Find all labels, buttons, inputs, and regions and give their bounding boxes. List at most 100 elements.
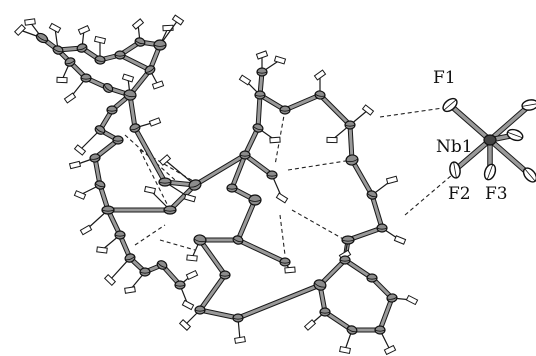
atom-octant-33 bbox=[367, 193, 377, 198]
bond-45 bbox=[236, 283, 322, 320]
atom-octant-43 bbox=[232, 317, 244, 320]
hydrogen-atom-33 bbox=[186, 254, 198, 262]
fluorine-atom-0 bbox=[442, 97, 458, 113]
hydrogen-atom-41 bbox=[275, 192, 289, 204]
atom-octant-8 bbox=[123, 93, 137, 98]
fluorine-atom-2 bbox=[506, 128, 524, 142]
atom-45 bbox=[339, 255, 351, 265]
bond-25 bbox=[193, 153, 247, 187]
atom-octant-28 bbox=[254, 94, 266, 97]
atom-ellipsoid-4 bbox=[114, 50, 126, 60]
hydrogen-atom-42 bbox=[148, 117, 162, 127]
atom-octant-22 bbox=[174, 284, 186, 287]
hydrogen-atom-37 bbox=[383, 344, 397, 356]
atom-ellipsoid-29 bbox=[279, 105, 291, 115]
hydrogen-atom-11 bbox=[56, 76, 68, 84]
atom-ellipsoid-26 bbox=[226, 183, 238, 193]
atom-47 bbox=[386, 293, 398, 303]
bond-27 bbox=[243, 126, 260, 157]
atom-52 bbox=[129, 123, 141, 133]
atom-22 bbox=[174, 280, 186, 290]
nb-f-bond-0 bbox=[448, 103, 492, 142]
atom-octant-23 bbox=[163, 209, 177, 212]
atom-octant-34 bbox=[376, 227, 388, 230]
atom-19 bbox=[124, 253, 136, 263]
atom-octant-26 bbox=[226, 187, 238, 190]
atom-ellipsoid-48 bbox=[374, 325, 386, 335]
hydrogen-atom-28 bbox=[326, 136, 338, 144]
hydrogen-atom-13 bbox=[68, 160, 82, 170]
atom-octant-19 bbox=[125, 256, 135, 261]
hydrogen-atom-24 bbox=[238, 74, 252, 86]
fluorine-atom-1 bbox=[521, 99, 536, 111]
atom-2 bbox=[76, 43, 88, 53]
atom-12 bbox=[106, 105, 118, 115]
atom-octant-52 bbox=[130, 126, 140, 131]
atom-35 bbox=[341, 235, 355, 245]
atom-ellipsoid-22 bbox=[174, 280, 186, 290]
hydrogen-atom-31 bbox=[393, 235, 407, 245]
atom-27 bbox=[252, 123, 264, 133]
atom-ellipsoid-35 bbox=[341, 235, 355, 245]
bond-42 bbox=[198, 238, 227, 277]
atom-octant-6 bbox=[153, 44, 167, 47]
atom-ellipsoid-46 bbox=[366, 273, 378, 283]
atom-ellipsoid-28 bbox=[254, 90, 266, 100]
atom-10 bbox=[80, 73, 92, 83]
atom-octant-16 bbox=[95, 183, 105, 188]
atom-29 bbox=[279, 105, 291, 115]
hydrogen-atom-9 bbox=[121, 73, 135, 83]
atom-octant-32 bbox=[345, 158, 359, 163]
atom-44 bbox=[313, 279, 327, 291]
atom-37 bbox=[248, 194, 262, 206]
atom-octant-30 bbox=[314, 93, 326, 97]
atom-50 bbox=[319, 307, 331, 317]
label-nb1: Nb1 bbox=[436, 137, 473, 157]
fluorine-axis-1 bbox=[522, 103, 536, 107]
bond-37 bbox=[243, 153, 274, 177]
atom-38 bbox=[232, 235, 244, 245]
hydrogen-bond-10 bbox=[159, 239, 196, 251]
atom-23 bbox=[163, 205, 177, 215]
hydrogen-atom-26 bbox=[273, 55, 287, 65]
atom-17 bbox=[101, 205, 115, 215]
hydrogen-atom-27 bbox=[313, 69, 327, 81]
bond-47 bbox=[343, 258, 374, 280]
atom-14 bbox=[112, 135, 124, 145]
atom-ellipsoid-51 bbox=[256, 67, 268, 77]
hydrogen-atom-20 bbox=[185, 269, 199, 281]
hydrogen-atom-30 bbox=[385, 175, 399, 185]
hydrogen-bond-3 bbox=[287, 159, 353, 171]
atom-16 bbox=[94, 180, 106, 190]
label-f2: F2 bbox=[448, 184, 471, 204]
atom-ellipsoid-6 bbox=[153, 39, 167, 51]
atom-octant-12 bbox=[106, 109, 118, 112]
hydrogen-atom-36 bbox=[405, 294, 419, 306]
atom-48 bbox=[374, 325, 386, 335]
atom-octant-20 bbox=[139, 271, 151, 274]
label-f3: F3 bbox=[485, 184, 508, 204]
atom-octant-2 bbox=[77, 46, 87, 51]
bond-30 bbox=[283, 93, 322, 112]
atom-octant-14 bbox=[112, 139, 124, 142]
atom-ellipsoid-36 bbox=[266, 170, 278, 180]
atom-31 bbox=[344, 120, 356, 130]
hydrogen-atom-8 bbox=[151, 80, 165, 90]
hydrogen-atom-35 bbox=[234, 336, 246, 344]
atom-octant-0 bbox=[36, 34, 48, 42]
atom-43 bbox=[232, 313, 244, 323]
bond-49 bbox=[378, 296, 394, 332]
fluorine-axis-0 bbox=[443, 99, 457, 111]
atom-ellipsoid-20 bbox=[139, 267, 151, 277]
atom-7 bbox=[144, 65, 156, 75]
atom-octant-35 bbox=[341, 239, 355, 242]
atom-15 bbox=[89, 153, 101, 163]
atom-octant-39 bbox=[279, 261, 291, 264]
atom-5 bbox=[134, 37, 146, 47]
atom-octant-17 bbox=[101, 209, 115, 212]
atom-octant-29 bbox=[279, 109, 291, 112]
atom-octant-27 bbox=[253, 126, 263, 131]
fluorine-atom-3 bbox=[522, 167, 536, 183]
atom-28 bbox=[254, 90, 266, 100]
bond-46 bbox=[318, 258, 347, 287]
